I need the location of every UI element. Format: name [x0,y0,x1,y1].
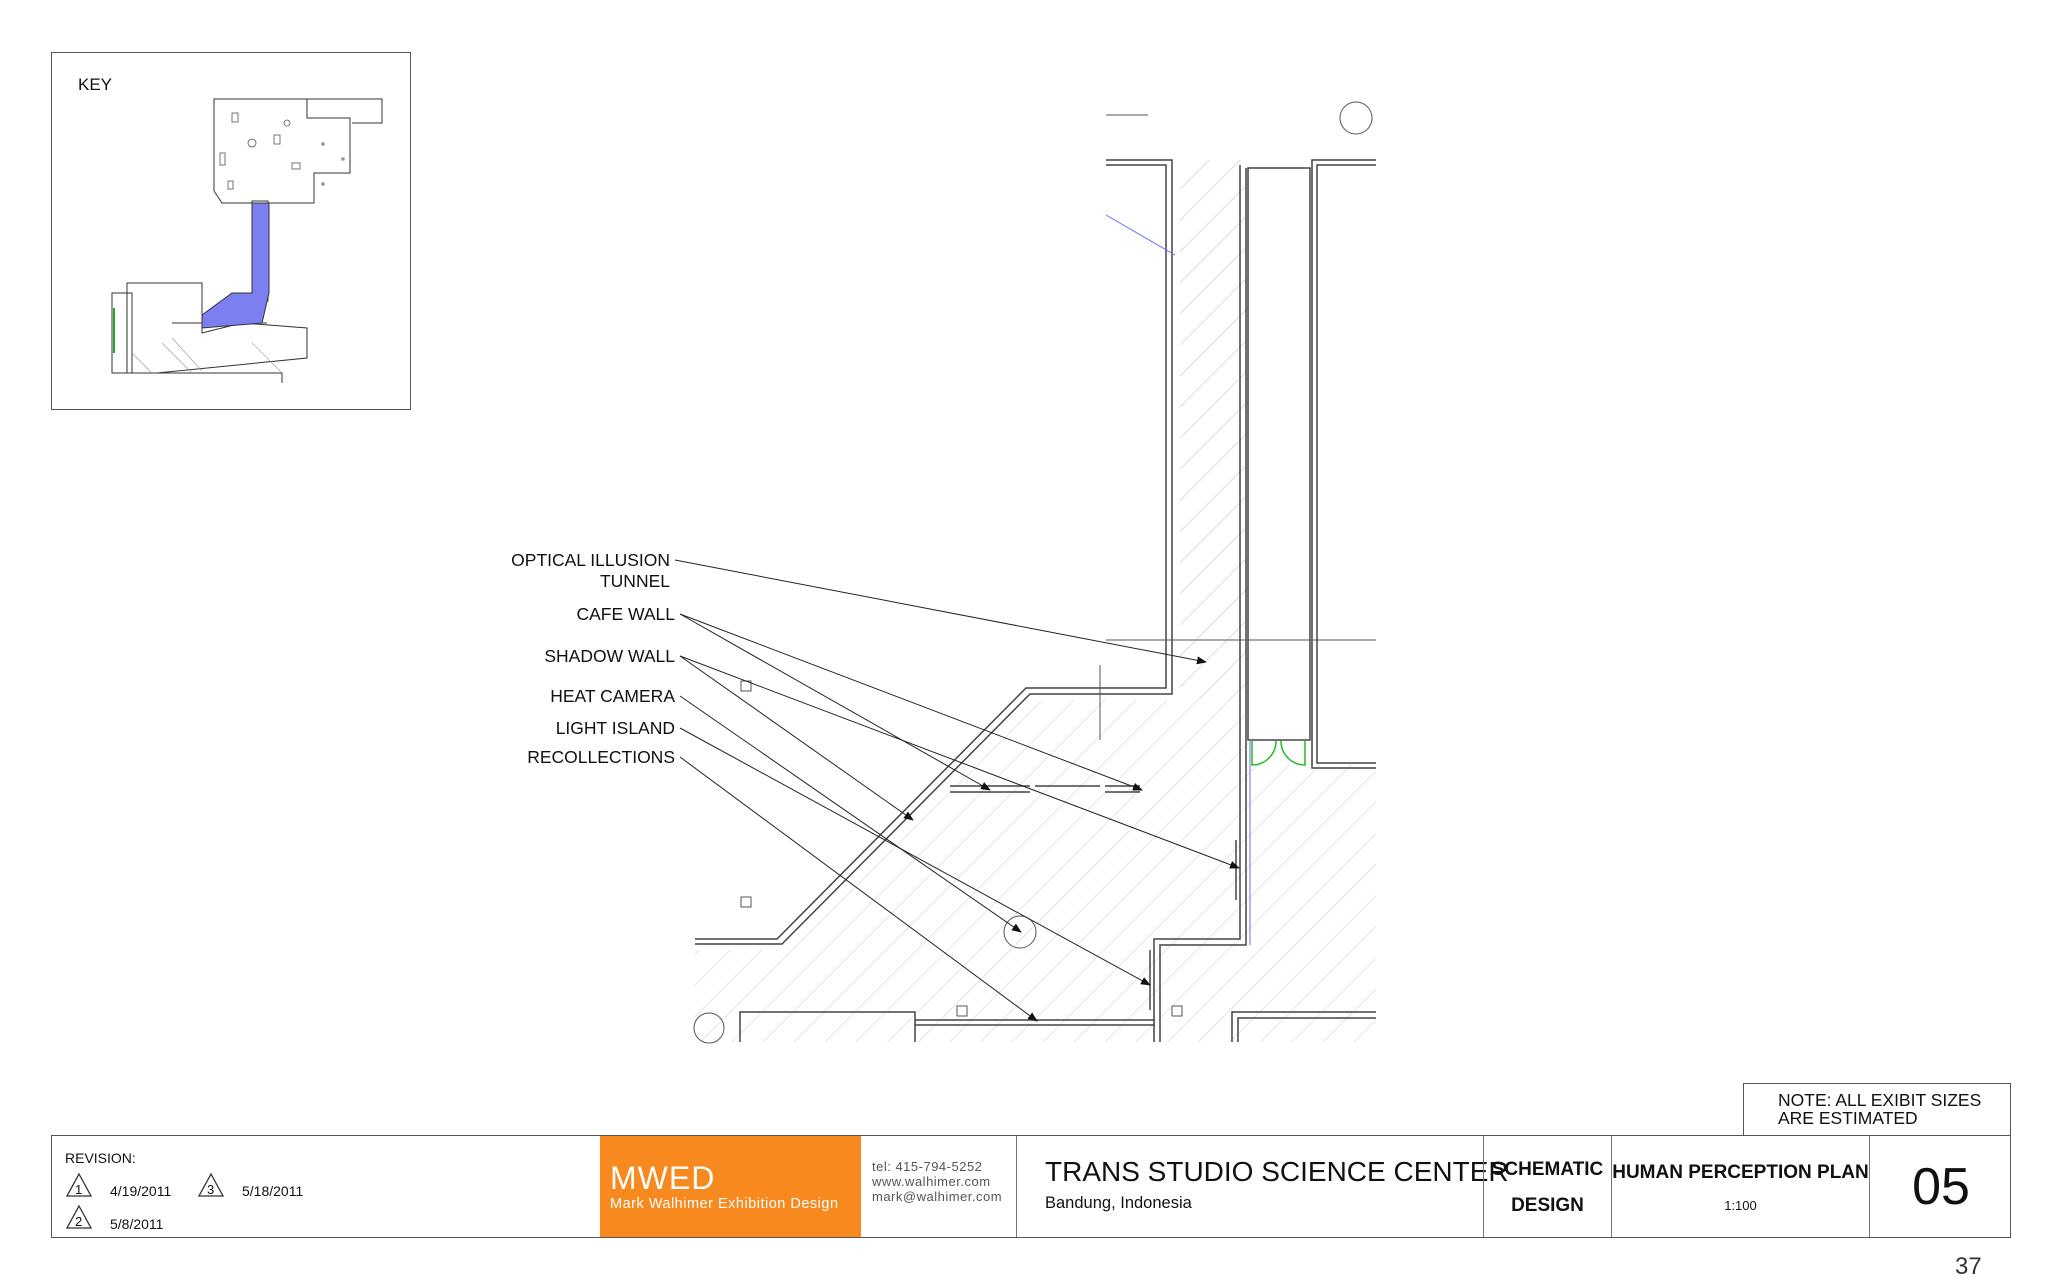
logo-text: MWED [610,1160,716,1196]
contact-info: tel: 415-794-5252 www.walhimer.com mark@… [872,1159,1002,1204]
note-text: ARE ESTIMATED [1778,1108,1918,1128]
sheet-number: 05 [1869,1136,2012,1237]
door-swing [1251,740,1306,766]
sheet-scale: 1:100 [1724,1198,1757,1213]
project-title: TRANS STUDIO SCIENCE CENTER [1045,1156,1509,1187]
sheet-title: HUMAN PERCEPTION PLAN [1612,1162,1869,1183]
logo: MWED Mark Walhimer Exhibition Design [600,1136,861,1237]
divider [1016,1136,1017,1237]
callout-cafe-wall: CAFE WALL [576,604,675,624]
note-box: NOTE: ALL EXIBIT SIZES ARE ESTIMATED [1743,1083,2011,1136]
callout-heat-camera: HEAT CAMERA [550,686,675,706]
revision-triangle-icon [65,1204,93,1229]
revision-triangle-icon [197,1172,225,1197]
key-plan-box: KEY [51,52,411,410]
revision-number: 1 [75,1182,83,1197]
hatched-floor-area [695,120,1376,1042]
revision-number: 3 [207,1182,215,1197]
phase-label: SCHEMATIC DESIGN [1483,1136,1611,1237]
page-number: 37 [1955,1253,1982,1280]
revision-label: REVISION: [65,1150,136,1166]
key-label: KEY [78,75,113,94]
callout-text: OPTICAL ILLUSION [511,550,670,570]
callout-shadow-wall: SHADOW WALL [544,646,675,666]
callout-optical-illusion-tunnel: OPTICAL ILLUSION TUNNEL [470,550,670,592]
website-link[interactable]: www.walhimer.com [872,1174,991,1189]
key-plan-drawing [111,98,383,383]
contact-phone: tel: 415-794-5252 [872,1159,983,1174]
callout-recollections: RECOLLECTIONS [527,747,675,767]
callout-text: TUNNEL [599,571,670,591]
phase-text: SCHEMATIC [1491,1159,1604,1180]
note-text: NOTE: ALL EXIBIT SIZES [1778,1090,1982,1110]
project-location: Bandung, Indonesia [1045,1194,1192,1212]
revision-date: 5/18/2011 [242,1183,304,1199]
phase-text: DESIGN [1511,1195,1584,1216]
revision-number: 2 [75,1214,83,1229]
revision-date: 4/19/2011 [110,1183,172,1199]
sheet-title-cell: HUMAN PERCEPTION PLAN 1:100 [1611,1136,1869,1237]
logo-subtitle: Mark Walhimer Exhibition Design [610,1196,839,1212]
revision-triangle-icon [65,1172,93,1197]
callout-light-island: LIGHT ISLAND [555,718,675,738]
revision-date: 5/8/2011 [110,1216,164,1232]
title-block: REVISION: 1 4/19/2011 2 5/8/2011 3 5/18/… [51,1135,2011,1238]
contact-email: mark@walhimer.com [872,1189,1003,1204]
